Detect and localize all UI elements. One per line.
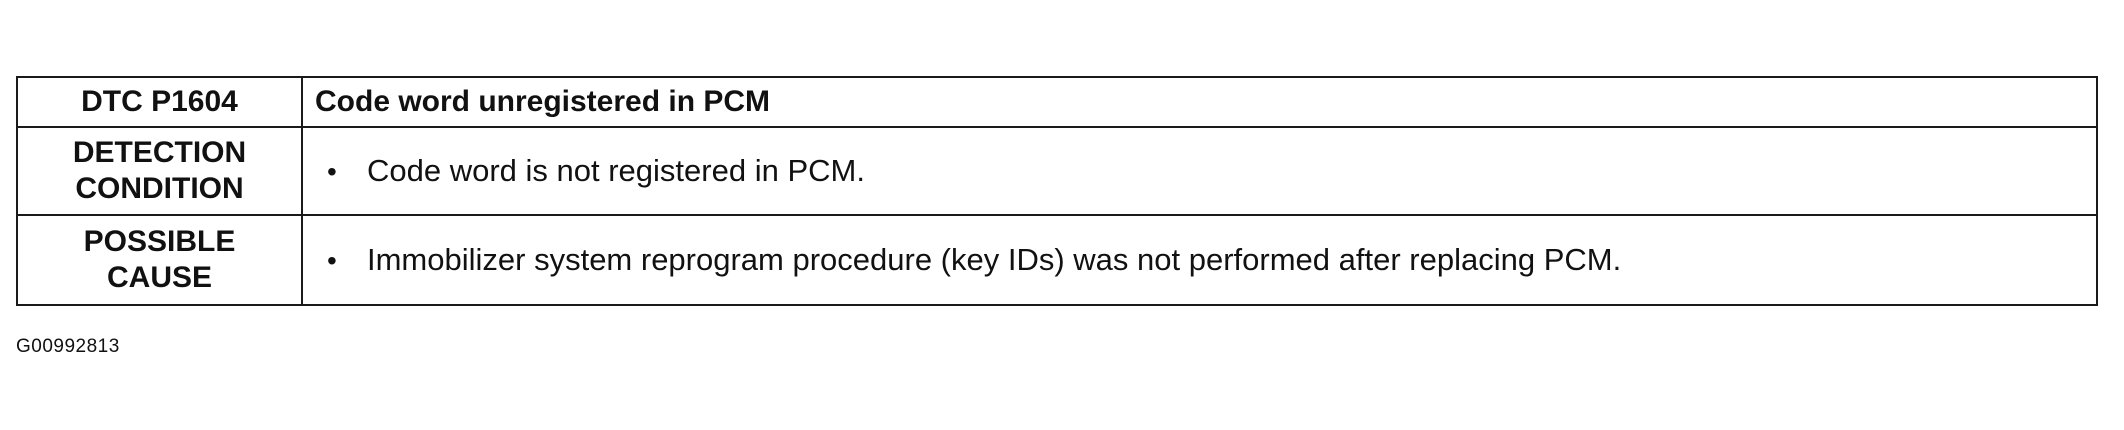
- table-header-row: DTC P1604 Code word unregistered in PCM: [16, 76, 2098, 128]
- detection-condition-content-cell: • Code word is not registered in PCM.: [301, 126, 2098, 216]
- dtc-title: Code word unregistered in PCM: [315, 85, 771, 118]
- bullet-icon: •: [327, 245, 337, 276]
- row-label-line: CONDITION: [75, 172, 244, 205]
- row-label-line: CAUSE: [106, 261, 212, 294]
- row-label-line: DETECTION: [72, 136, 247, 169]
- possible-cause-text: Immobilizer system reprogram procedure (…: [367, 242, 1622, 277]
- row-label-line: POSSIBLE: [83, 225, 236, 258]
- dtc-code: DTC P1604: [81, 85, 238, 118]
- possible-cause-label-cell: POSSIBLE CAUSE: [16, 214, 303, 306]
- detection-condition-label-cell: DETECTION CONDITION: [16, 126, 303, 216]
- bullet-icon: •: [327, 156, 337, 187]
- dtc-code-cell: DTC P1604: [16, 76, 303, 128]
- dtc-title-cell: Code word unregistered in PCM: [301, 76, 2098, 128]
- detection-condition-text: Code word is not registered in PCM.: [367, 153, 865, 188]
- table-row: POSSIBLE CAUSE • Immobilizer system repro…: [16, 214, 2098, 306]
- dtc-table: DTC P1604 Code word unregistered in PCM …: [16, 76, 2098, 306]
- figure-id: G00992813: [16, 336, 120, 357]
- table-row: DETECTION CONDITION • Code word is not re…: [16, 126, 2098, 216]
- possible-cause-content-cell: • Immobilizer system reprogram procedure …: [301, 214, 2098, 306]
